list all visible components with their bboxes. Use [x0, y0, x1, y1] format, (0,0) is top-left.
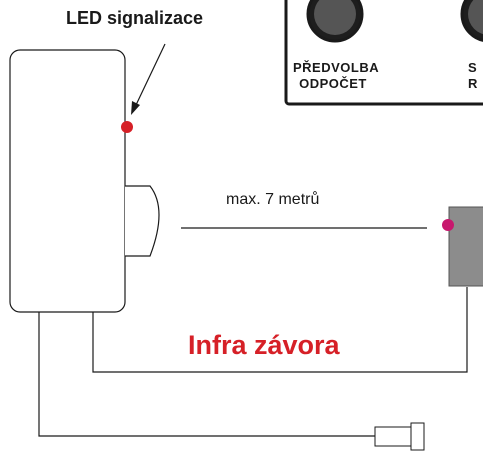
title-label: Infra závora	[188, 330, 340, 360]
connector-cable	[38, 312, 376, 437]
preset-button-label-line1: PŘEDVOLBA	[293, 60, 380, 75]
second-button-label-line1: S	[468, 60, 477, 75]
led-pointer-line	[135, 43, 166, 106]
receiver-cable	[92, 287, 468, 373]
infrared-lens	[125, 185, 160, 257]
second-button-label-line2: R	[468, 76, 478, 91]
preset-button-inner	[314, 0, 356, 35]
led-pointer-arrowhead	[131, 101, 140, 115]
preset-button-label: PŘEDVOLBA ODPOČET	[293, 60, 380, 92]
connector-plug-ring	[410, 422, 425, 451]
main-unit	[9, 49, 126, 313]
led-indicator	[121, 121, 133, 133]
connector-plug-body	[374, 426, 412, 447]
preset-button-label-line2: ODPOČET	[299, 76, 367, 91]
led-label: LED signalizace	[66, 8, 204, 28]
receiver-box	[448, 206, 483, 287]
distance-label: max. 7 metrů	[226, 191, 320, 208]
receiver-led	[442, 219, 454, 231]
second-button-inner	[468, 0, 483, 35]
second-button-label: S R	[468, 60, 477, 92]
